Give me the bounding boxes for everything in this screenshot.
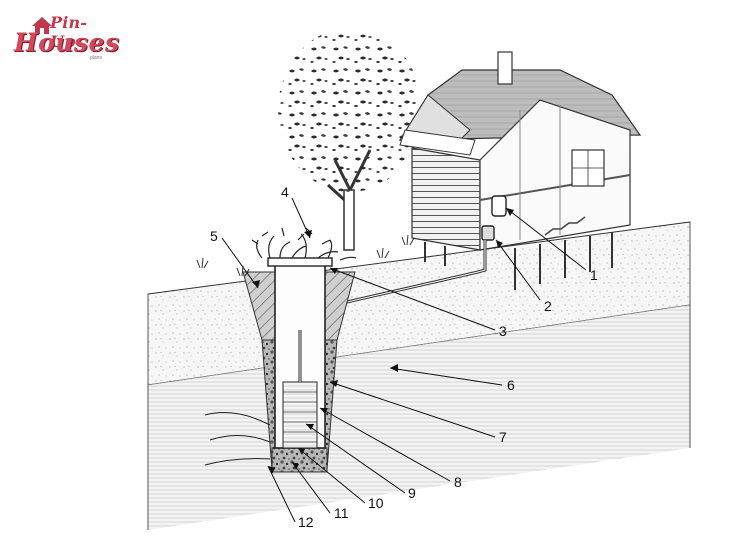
callout-9: 9	[408, 485, 416, 501]
callout-2: 2	[544, 298, 552, 314]
plants-on-cap	[252, 228, 356, 260]
callout-11: 11	[334, 505, 349, 521]
callout-5: 5	[210, 228, 218, 244]
callout-4: 4	[281, 184, 289, 200]
gravel-base	[272, 448, 327, 472]
callout-1: 1	[590, 267, 598, 283]
callout-7: 7	[499, 429, 507, 445]
callout-10: 10	[368, 495, 384, 511]
pressure-tank	[492, 196, 506, 216]
callout-8: 8	[454, 474, 462, 490]
pump-unit	[482, 226, 494, 240]
callout-3: 3	[499, 323, 507, 339]
chimney	[498, 52, 512, 84]
callout-6: 6	[507, 377, 515, 393]
well-cap	[268, 258, 332, 266]
callout-12: 12	[298, 514, 314, 530]
